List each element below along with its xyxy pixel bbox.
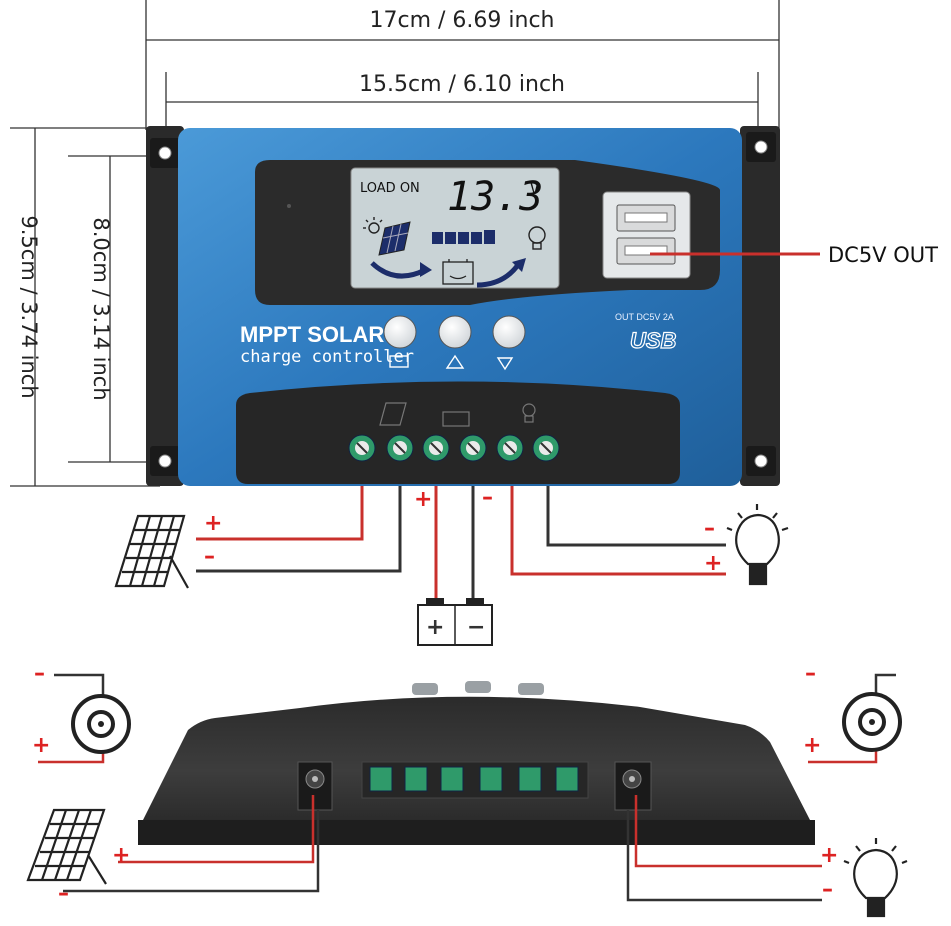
terminal-solar-icon: [379, 402, 407, 426]
sun-icon: [363, 217, 383, 234]
up-arrow-icon: [445, 354, 465, 369]
battery-plus-label: +: [426, 615, 444, 640]
side-terminals: [369, 766, 579, 792]
terminal-solar-plus[interactable]: [348, 434, 376, 462]
bottom-load-plus-sign: +: [820, 843, 838, 868]
menu-button[interactable]: [383, 315, 417, 349]
inner-width-label: 15.5cm / 6.10 inch: [359, 72, 565, 97]
lcd-status: LOAD ON: [360, 181, 420, 196]
terminal-load-minus[interactable]: [532, 434, 560, 462]
battery-minus-sign: –: [482, 485, 493, 510]
terminal-battery-minus[interactable]: [459, 434, 487, 462]
load-minus-sign: –: [704, 516, 715, 541]
outer-width-label: 17cm / 6.69 inch: [370, 8, 555, 33]
controller-front-view: LOAD ON 13.3 V: [146, 126, 938, 486]
usb-callout-label: DC5V OUT: [828, 243, 938, 267]
battery-plus-sign: +: [414, 487, 432, 512]
dc-plug-right-icon: [842, 692, 902, 752]
solar-minus-wire: [196, 486, 402, 573]
menu-button-icon: [389, 355, 409, 368]
dimension-outer-width: [145, 0, 780, 130]
brand-line-2: charge controller: [240, 347, 414, 367]
light-bulb-icon: [843, 838, 908, 918]
solar-panel-icon: [26, 808, 107, 885]
lcd-flow-arrow-icon: [370, 258, 526, 288]
battery-icon: [417, 598, 493, 646]
mounting-hole-icon: [150, 132, 776, 476]
load-plus-sign: +: [704, 551, 722, 576]
terminal-battery-plus[interactable]: [422, 434, 450, 462]
terminal-solar-minus[interactable]: [386, 434, 414, 462]
solar-minus-sign: –: [204, 544, 215, 569]
battery-minus-label: −: [467, 615, 485, 640]
load-minus-wire: [546, 486, 726, 547]
dimension-inner-width: [165, 72, 759, 130]
terminal-load-plus[interactable]: [496, 434, 524, 462]
left-plug-plus-sign: +: [32, 733, 50, 758]
terminal-screws: [348, 434, 560, 462]
top-wiring: [196, 486, 726, 598]
lcd-voltage: 13.3: [447, 174, 543, 220]
right-plug-minus-sign: –: [805, 661, 816, 686]
outer-height-label: 9.5cm / 3.74 inch: [17, 215, 41, 398]
dimension-inner-height: [68, 155, 160, 463]
lcd-battery-face-icon: [442, 259, 474, 285]
left-plug-minus-sign: –: [34, 661, 45, 686]
lcd-bulb-icon: [528, 226, 546, 250]
up-button[interactable]: [438, 315, 472, 349]
dimension-outer-height: [10, 127, 160, 487]
solar-plus-sign: +: [204, 511, 222, 536]
down-button[interactable]: [492, 315, 526, 349]
right-plug-plus-sign: +: [803, 733, 821, 758]
bottom-solar-minus-sign: –: [58, 881, 69, 906]
light-bulb-icon: [726, 504, 789, 586]
dc-plug-left-icon: [71, 694, 131, 754]
lcd-unit: V: [530, 180, 539, 198]
usb-logo: USB: [630, 328, 677, 353]
usb-spec: OUT DC5V 2A: [615, 312, 674, 322]
left-mounting-ear: [146, 126, 184, 486]
lcd-screen: [350, 167, 560, 289]
right-mounting-ear: [740, 126, 780, 486]
lcd-solar-panel-icon: [378, 221, 411, 256]
usb-port-icon[interactable]: [616, 204, 676, 265]
bottom-load-minus-sign: –: [822, 877, 833, 902]
brand-line-1: MPPT SOLAR: [240, 322, 384, 347]
lcd-battery-level-icon: [432, 230, 495, 244]
terminal-bulb-icon: [522, 403, 536, 423]
controller-side-view: [138, 681, 815, 845]
terminal-battery-icon: [442, 411, 470, 427]
solar-panel-icon: [114, 514, 189, 589]
solar-plus-wire: [196, 486, 364, 541]
bottom-solar-plus-sign: +: [112, 843, 130, 868]
load-plus-wire: [510, 486, 726, 576]
dc-jack-icon[interactable]: [297, 761, 333, 811]
down-arrow-icon: [496, 357, 514, 371]
inner-height-label: 8.0cm / 3.14 inch: [89, 217, 113, 400]
dc-jack-icon[interactable]: [614, 761, 652, 811]
terminal-block: [236, 381, 680, 484]
